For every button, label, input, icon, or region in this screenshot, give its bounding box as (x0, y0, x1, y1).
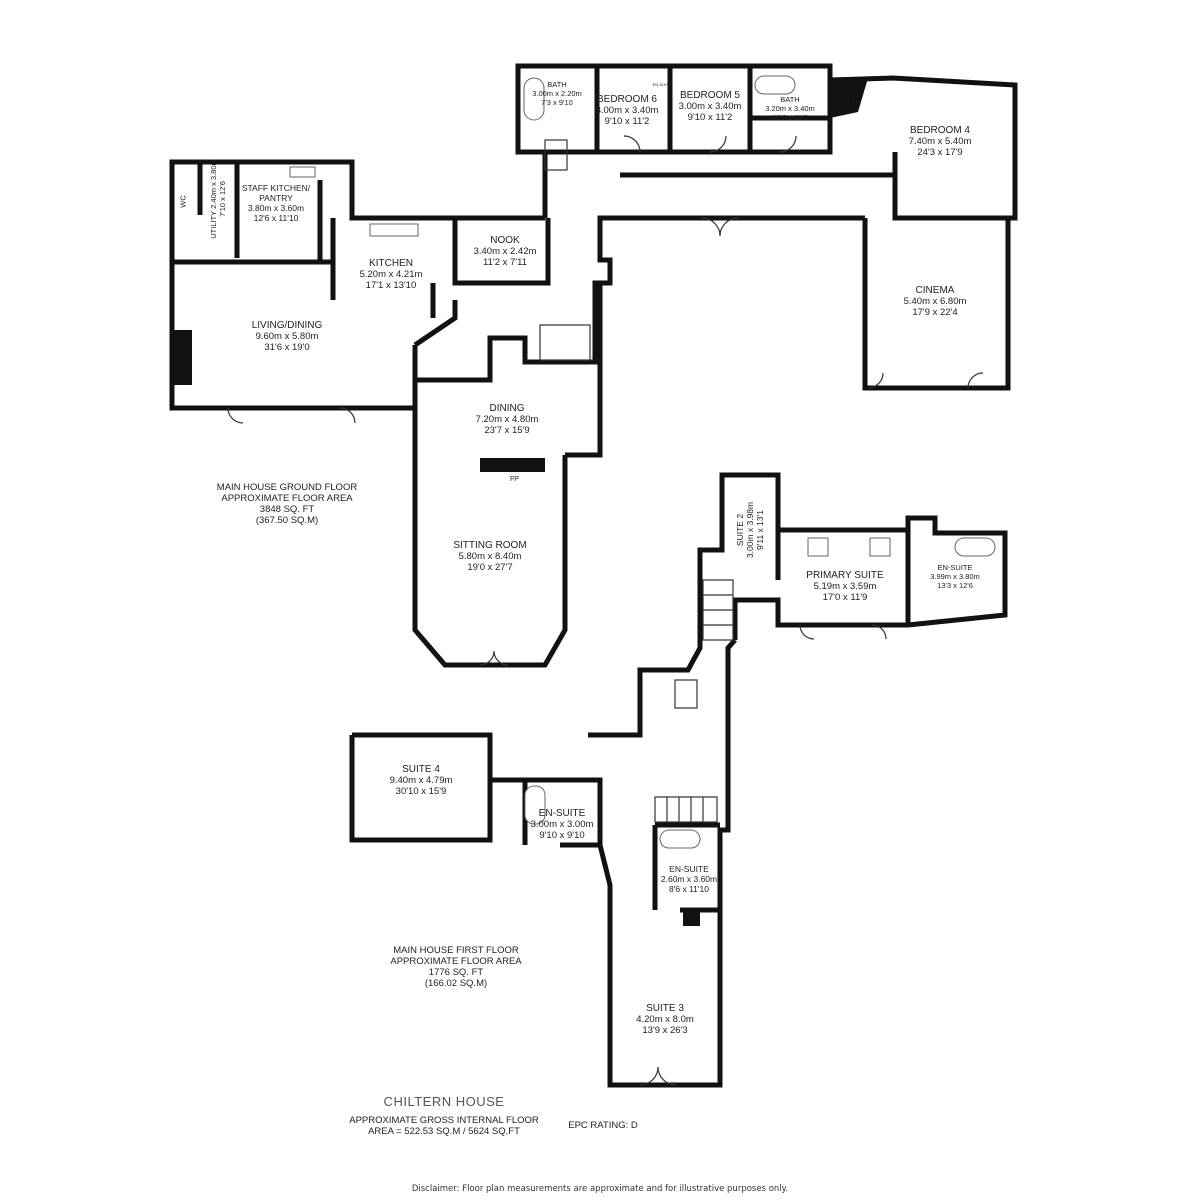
fireplace-label-sitting: FP (510, 476, 519, 483)
room-label-en-suite-gf: EN-SUITE (652, 82, 672, 87)
first-floor-walls (349, 139, 1008, 1088)
ground-floor-walls (169, 63, 1018, 668)
epc-rating: EPC RATING: D (568, 1120, 638, 1131)
room-label-wc: WC (178, 195, 188, 208)
fireplace-label: FP (852, 100, 861, 107)
disclaimer: Disclaimer: Floor plan measurements are … (411, 1184, 789, 1194)
property-name: CHILTERN HOUSE (383, 1094, 505, 1109)
